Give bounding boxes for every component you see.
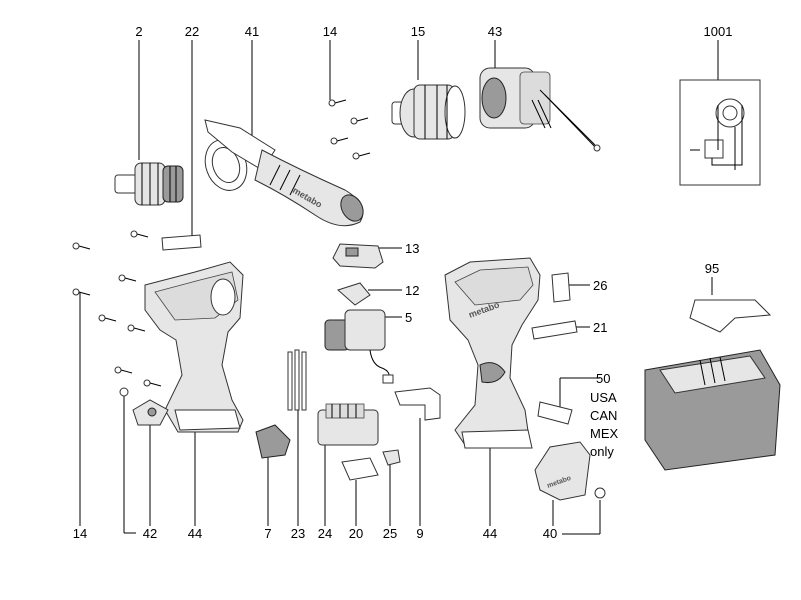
motor-part [479, 67, 601, 152]
label-part-44-left: 44 [188, 526, 202, 541]
trigger-part [337, 282, 371, 306]
label-part-26: 26 [593, 278, 607, 293]
label-21-part [531, 320, 578, 340]
belt-clip-small-part [119, 387, 169, 426]
label-50-part [537, 401, 573, 425]
clip-part [332, 243, 384, 269]
switch-part [324, 309, 394, 384]
label-part-40: 40 [543, 526, 557, 541]
label-part-41: 41 [245, 24, 259, 39]
leader-lines [79, 40, 719, 535]
label-strip-part [161, 234, 202, 251]
region-note-line-3: MEX [590, 426, 619, 441]
belt-hook-part: metabo [534, 441, 606, 501]
region-note-line-2: CAN [590, 408, 617, 423]
battery-contact-part [255, 424, 291, 459]
screws-top-part [328, 99, 371, 160]
housing-left-part [144, 261, 244, 433]
gearbox-part [391, 84, 466, 140]
side-handle-part: metabo [204, 119, 364, 227]
bottom-labels: 14 42 44 7 23 24 20 25 9 44 40 [73, 526, 557, 541]
label-26-part [551, 272, 571, 303]
battery-pack-part [644, 349, 781, 471]
label-part-22: 22 [185, 24, 199, 39]
chuck-part [114, 162, 184, 206]
rods-part [287, 349, 307, 411]
label-part-95: 95 [705, 261, 719, 276]
schematic-box-part [679, 79, 761, 186]
label-part-23: 23 [291, 526, 305, 541]
housing-right-part: metabo [444, 257, 541, 449]
pad-part [341, 457, 379, 481]
label-part-42: 42 [143, 526, 157, 541]
label-part-7: 7 [264, 526, 271, 541]
label-part-13: 13 [405, 241, 419, 256]
label-part-14-bottom: 14 [73, 526, 87, 541]
battery-cover-part [689, 299, 772, 333]
label-part-15: 15 [411, 24, 425, 39]
label-part-43: 43 [488, 24, 502, 39]
side-labels: 13 12 5 26 21 95 50 USA CAN MEX only [405, 241, 719, 459]
screws-left-part [72, 230, 162, 387]
label-part-21: 21 [593, 320, 607, 335]
label-part-25: 25 [383, 526, 397, 541]
region-note-line-4: only [590, 444, 614, 459]
label-part-2: 2 [135, 24, 142, 39]
label-part-1001: 1001 [704, 24, 733, 39]
label-part-9: 9 [416, 526, 423, 541]
label-part-12: 12 [405, 283, 419, 298]
hook-part [394, 387, 441, 421]
region-note-line-1: USA [590, 390, 617, 405]
label-part-24: 24 [318, 526, 332, 541]
electronics-part [317, 403, 379, 446]
label-part-20: 20 [349, 526, 363, 541]
label-part-5: 5 [405, 310, 412, 325]
label-part-50: 50 [596, 371, 610, 386]
top-labels: 2 22 41 14 15 43 1001 [135, 24, 732, 39]
bracket-part [382, 449, 401, 466]
label-part-14-top: 14 [323, 24, 337, 39]
label-part-44-right: 44 [483, 526, 497, 541]
